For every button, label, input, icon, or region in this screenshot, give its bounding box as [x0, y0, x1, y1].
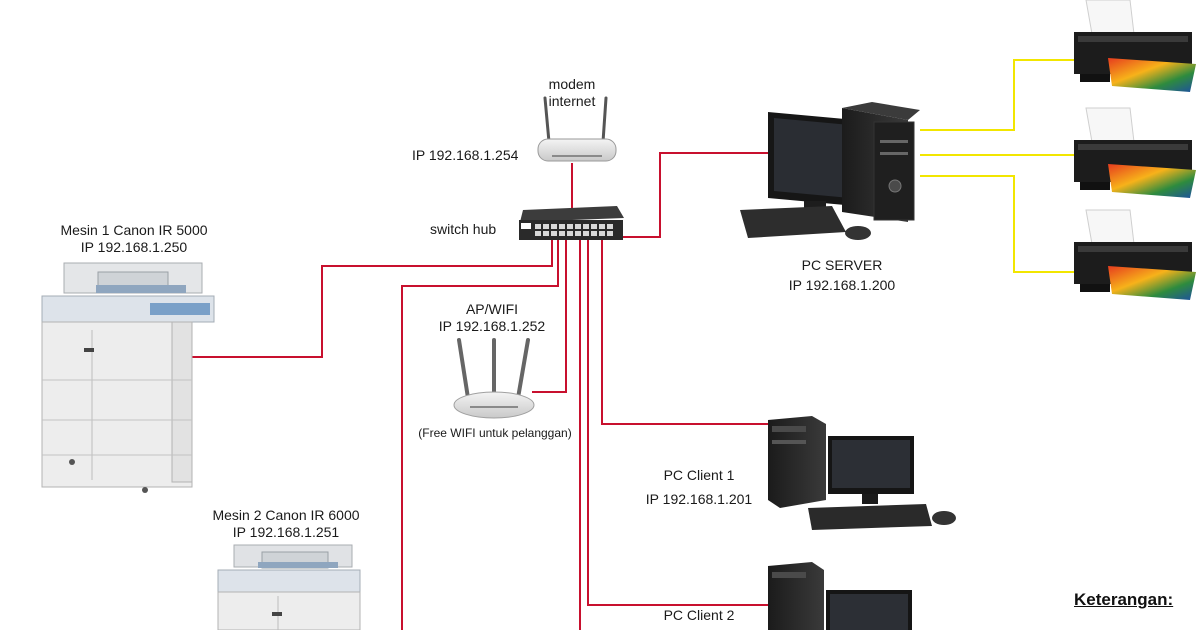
cable-server-printer3 — [920, 175, 1080, 273]
client1-ip: IP 192.168.1.201 — [645, 491, 753, 507]
cable-switch-client1 — [601, 240, 772, 425]
ap-note: (Free WIFI untuk pelanggan) — [418, 426, 572, 440]
pc-server-icon — [740, 102, 920, 240]
cable-switch-server — [623, 152, 770, 238]
copier-2-icon — [217, 544, 361, 630]
printer-1-icon — [1074, 0, 1196, 92]
server-name: PC SERVER — [801, 257, 883, 273]
cable-switch-machine2 — [401, 240, 559, 630]
modem-ip: IP 192.168.1.254 — [412, 147, 519, 163]
cable-switch-machine1 — [190, 240, 553, 358]
modem-label: modem internet — [530, 76, 614, 110]
pc-client-2-icon — [768, 562, 912, 630]
machine1-ip: IP 192.168.1.250 — [80, 239, 188, 255]
copier-1-icon — [41, 262, 215, 493]
printer-3-icon — [1074, 209, 1196, 300]
wifi-ap-icon — [453, 338, 535, 419]
printer-2-icon — [1074, 107, 1196, 198]
switch-hub-label: switch hub — [430, 221, 497, 237]
cable-server-printer1 — [920, 59, 1080, 131]
cable-switch-client2 — [587, 240, 770, 606]
client2-name: PC Client 2 — [663, 607, 735, 623]
machine2-ip: IP 192.168.1.251 — [232, 524, 340, 540]
ap-label: AP/WIFI — [465, 301, 519, 317]
modem-label-line2: internet — [548, 93, 596, 109]
server-ip: IP 192.168.1.200 — [788, 277, 896, 293]
ap-ip: IP 192.168.1.252 — [438, 318, 546, 334]
cable-switch-ap — [532, 240, 567, 393]
lan-cables — [190, 152, 772, 630]
machine2-name: Mesin 2 Canon IR 6000 — [212, 507, 360, 523]
modem-icon — [537, 96, 617, 162]
machine1-name: Mesin 1 Canon IR 5000 — [60, 222, 208, 238]
switch-hub-icon — [519, 206, 624, 240]
printer-cables — [920, 59, 1080, 273]
modem-label-line1: modem — [548, 76, 596, 92]
pc-client-1-icon — [768, 416, 956, 530]
legend-title: Keterangan: — [1074, 590, 1174, 609]
client1-name: PC Client 1 — [663, 467, 735, 483]
